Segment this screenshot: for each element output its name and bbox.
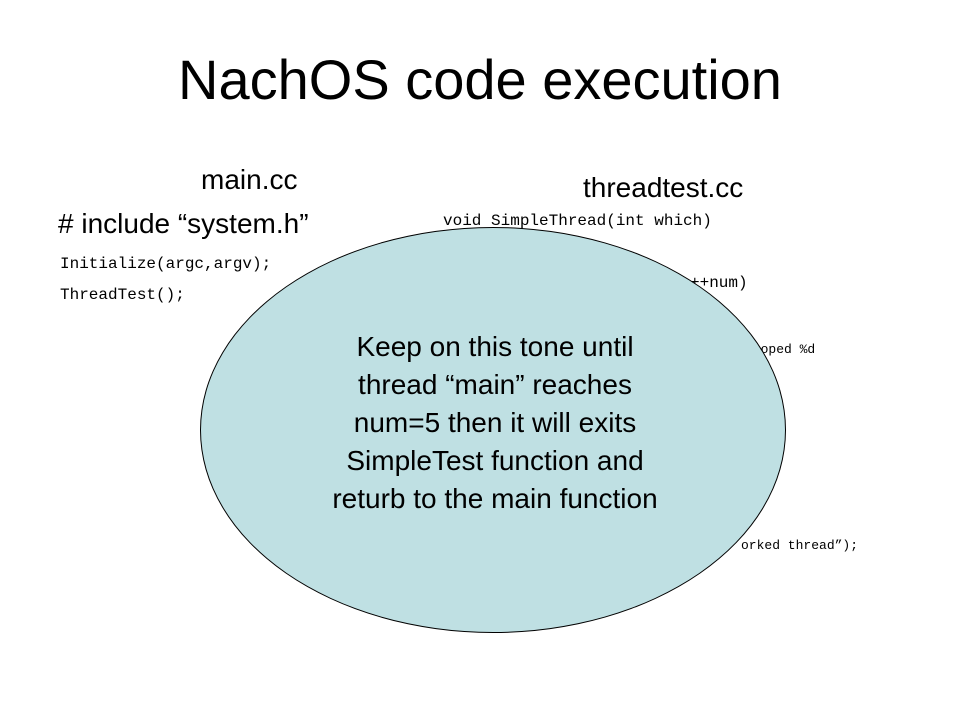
code-line-fork: orked thread”); xyxy=(741,538,859,553)
callout-line: SimpleTest function and xyxy=(346,445,644,476)
code-line-loop: ++num) xyxy=(690,274,748,292)
include-line: # include “system.h” xyxy=(58,208,309,239)
callout-ellipse xyxy=(200,227,786,633)
callout-line: Keep on this tone until xyxy=(356,331,634,362)
slide-title: NachOS code execution xyxy=(178,48,782,111)
callout-line: num=5 then it will exits xyxy=(353,407,637,438)
code-line-initialize: Initialize(argc,argv); xyxy=(60,255,272,273)
callout-line: returb to the main function xyxy=(332,483,658,514)
callout-line: thread “main” reaches xyxy=(358,369,632,400)
code-line-simplethread: void SimpleThread(int which) xyxy=(443,212,712,230)
main-cc-heading: main.cc xyxy=(201,164,298,195)
code-line-threadtest: ThreadTest(); xyxy=(60,286,185,304)
callout-text: Keep on this tone until thread “main” re… xyxy=(290,328,700,518)
threadtest-cc-heading: threadtest.cc xyxy=(583,172,744,203)
